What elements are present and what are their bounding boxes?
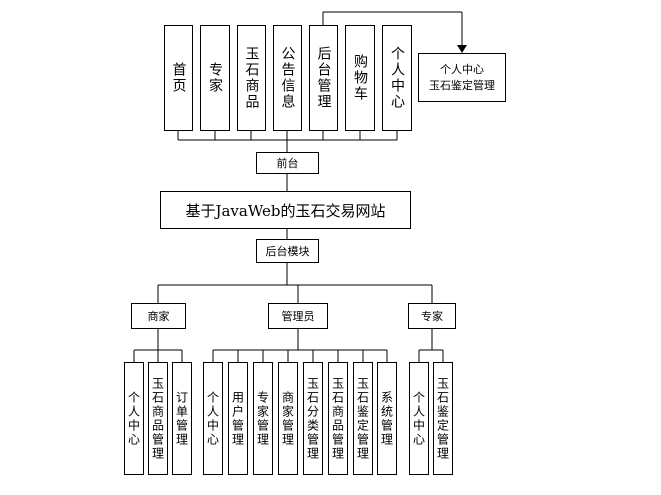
backend-target-line-1: 个人中心 bbox=[440, 62, 484, 76]
merchant-connectors bbox=[133, 349, 183, 362]
expert-module-jade-appraisal: 玉石鉴定管理 bbox=[433, 362, 453, 475]
admin-module-jade-categories: 玉石分类管理 bbox=[303, 362, 323, 475]
front-node: 前台 bbox=[256, 152, 319, 174]
front-module-home: 首页 bbox=[164, 25, 193, 131]
back-node: 后台模块 bbox=[256, 239, 319, 263]
front-module-announcements: 公告信息 bbox=[273, 25, 302, 131]
expert-module-personal-center: 个人中心 bbox=[409, 362, 429, 475]
role-expert: 专家 bbox=[408, 303, 456, 329]
front-module-personal-center: 个人中心 bbox=[382, 25, 412, 131]
role-admin: 管理员 bbox=[268, 303, 328, 329]
backend-target-box: 个人中心 玉石鉴定管理 bbox=[418, 53, 506, 102]
merchant-module-jade-goods: 玉石商品管理 bbox=[148, 362, 168, 475]
role-connectors bbox=[157, 284, 433, 350]
front-module-cart: 购物车 bbox=[345, 25, 375, 131]
admin-module-jade-goods: 玉石商品管理 bbox=[328, 362, 348, 475]
admin-module-users: 用户管理 bbox=[228, 362, 248, 475]
admin-connectors bbox=[212, 349, 388, 362]
expert-connectors bbox=[418, 349, 444, 362]
merchant-module-personal-center: 个人中心 bbox=[124, 362, 144, 475]
admin-module-jade-appraisal: 玉石鉴定管理 bbox=[353, 362, 373, 475]
admin-module-personal-center: 个人中心 bbox=[203, 362, 223, 475]
merchant-module-orders: 订单管理 bbox=[172, 362, 192, 475]
root-node: 基于JavaWeb的玉石交易网站 bbox=[160, 191, 411, 229]
backend-target-line-2: 玉石鉴定管理 bbox=[429, 78, 495, 92]
front-module-backend: 后台管理 bbox=[309, 25, 338, 131]
admin-arrow bbox=[322, 11, 467, 53]
front-module-jade-goods: 玉石商品 bbox=[237, 25, 266, 131]
front-connectors bbox=[177, 131, 398, 285]
role-merchant: 商家 bbox=[131, 303, 186, 329]
admin-module-experts: 专家管理 bbox=[253, 362, 273, 475]
front-module-expert: 专家 bbox=[200, 25, 230, 131]
admin-module-merchants: 商家管理 bbox=[278, 362, 298, 475]
admin-module-system: 系统管理 bbox=[377, 362, 397, 475]
